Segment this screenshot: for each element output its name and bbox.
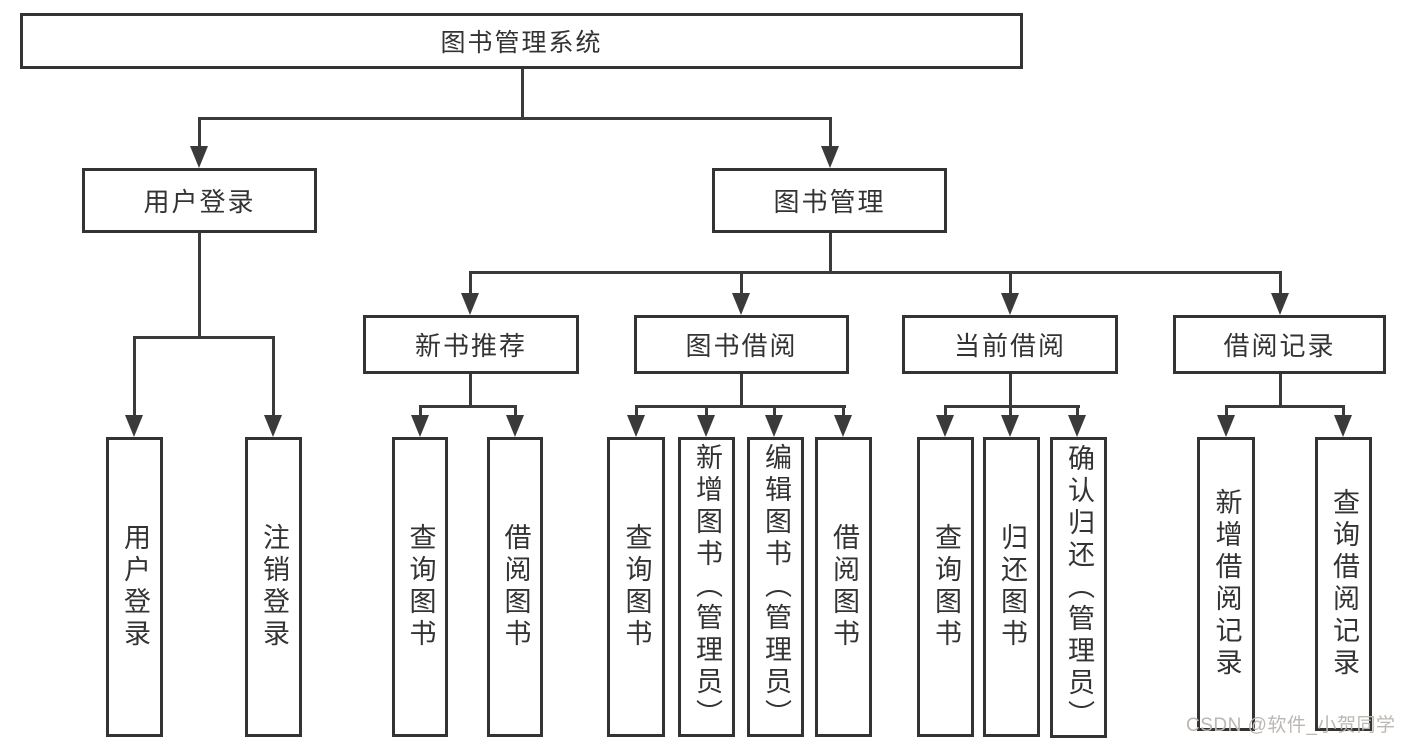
node-root-label: 图书管理系统	[440, 29, 603, 57]
connector-line	[198, 117, 201, 149]
arrow-down-icon	[264, 415, 282, 437]
node-rec-query-books-label: 查询图书	[405, 523, 436, 651]
node-book-management: 图书管理	[712, 168, 947, 233]
connector-line	[944, 405, 1080, 408]
arrow-down-icon	[1217, 415, 1235, 437]
connector-line	[944, 405, 947, 418]
connector-line	[1279, 271, 1282, 296]
arrow-down-icon	[125, 415, 143, 437]
connector-line	[1225, 405, 1345, 408]
node-rec-query-books: 查询图书	[392, 437, 448, 737]
arrow-down-icon	[411, 415, 429, 437]
arrow-down-icon	[190, 146, 208, 168]
connector-line	[773, 405, 776, 418]
csdn-watermark: CSDN @软件_小贺同学	[1186, 715, 1396, 736]
node-query-borrow-record: 查询借阅记录	[1315, 437, 1372, 731]
node-book-management-label: 图书管理	[773, 187, 886, 217]
arrow-down-icon	[1001, 415, 1019, 437]
node-confirm-return-admin-label: 确认归还（管理员）	[1064, 443, 1094, 732]
node-borrow-books-label: 借阅图书	[829, 523, 859, 651]
arrow-down-icon	[506, 415, 524, 437]
node-user-login-label: 用户登录	[143, 187, 256, 217]
arrow-down-icon	[732, 293, 750, 315]
node-logout-label: 注销登录	[259, 523, 289, 651]
node-current-query-books: 查询图书	[917, 437, 974, 737]
node-borrow-records-label: 借阅记录	[1223, 331, 1336, 361]
connector-line	[419, 405, 422, 418]
arrow-down-icon	[1334, 415, 1352, 437]
node-user-login-leaf-label: 用户登录	[120, 523, 150, 651]
node-return-books-label: 归还图书	[997, 523, 1027, 651]
node-current-borrow-label: 当前借阅	[953, 331, 1066, 361]
connector-line	[1225, 405, 1228, 418]
connector-line	[1009, 405, 1012, 418]
node-user-login-leaf: 用户登录	[106, 437, 163, 737]
node-edit-books-admin: 编辑图书（管理员）	[747, 437, 804, 737]
node-rec-borrow-books: 借阅图书	[487, 437, 543, 737]
node-new-book-recommend: 新书推荐	[363, 315, 579, 374]
node-rec-borrow-books-label: 借阅图书	[500, 523, 531, 651]
node-borrow-records: 借阅记录	[1173, 315, 1386, 374]
connector-line	[133, 336, 136, 417]
connector-line	[740, 374, 743, 408]
connector-line	[842, 405, 845, 418]
arrow-down-icon	[936, 415, 954, 437]
node-add-borrow-record-label: 新增借阅记录	[1211, 488, 1242, 680]
arrow-down-icon	[1271, 293, 1289, 315]
connector-line	[829, 233, 832, 274]
connector-line	[829, 117, 832, 149]
connector-line	[740, 271, 743, 296]
node-book-borrow-label: 图书借阅	[685, 331, 798, 361]
connector-line	[1076, 405, 1079, 418]
connector-line	[1342, 405, 1345, 418]
connector-line	[635, 405, 846, 408]
connector-line	[419, 405, 517, 408]
connector-line	[272, 336, 275, 417]
node-borrow-books: 借阅图书	[815, 437, 872, 737]
connector-line	[198, 233, 201, 339]
node-new-book-recommend-label: 新书推荐	[414, 331, 527, 361]
connector-line	[1279, 374, 1282, 408]
connector-line	[1009, 374, 1012, 408]
arrow-down-icon	[1068, 415, 1086, 437]
connector-line	[469, 271, 472, 296]
node-return-books: 归还图书	[983, 437, 1040, 737]
node-confirm-return-admin: 确认归还（管理员）	[1050, 437, 1107, 738]
node-logout: 注销登录	[245, 437, 302, 737]
connector-line	[514, 405, 517, 418]
node-add-books-admin-label: 新增图书（管理员）	[692, 443, 722, 731]
connector-line	[705, 405, 708, 418]
connector-line	[1009, 271, 1012, 296]
connector-line	[198, 117, 831, 120]
arrow-down-icon	[697, 415, 715, 437]
connector-line	[133, 336, 275, 339]
node-current-borrow: 当前借阅	[902, 315, 1118, 374]
node-query-borrow-record-label: 查询借阅记录	[1329, 488, 1359, 680]
node-add-books-admin: 新增图书（管理员）	[678, 437, 735, 737]
node-book-borrow: 图书借阅	[634, 315, 849, 374]
node-root: 图书管理系统	[20, 13, 1023, 69]
arrow-down-icon	[821, 146, 839, 168]
arrow-down-icon	[765, 415, 783, 437]
arrow-down-icon	[461, 293, 479, 315]
connector-line	[469, 271, 1282, 274]
node-edit-books-admin-label: 编辑图书（管理员）	[761, 443, 791, 731]
node-borrow-query-books: 查询图书	[607, 437, 665, 737]
connector-line	[469, 374, 472, 408]
arrow-down-icon	[1001, 293, 1019, 315]
node-user-login: 用户登录	[82, 168, 317, 233]
connector-line	[635, 405, 638, 418]
node-add-borrow-record: 新增借阅记录	[1197, 437, 1255, 731]
node-borrow-query-books-label: 查询图书	[621, 523, 652, 651]
arrow-down-icon	[627, 415, 645, 437]
arrow-down-icon	[834, 415, 852, 437]
connector-line	[521, 69, 524, 118]
node-current-query-books-label: 查询图书	[931, 523, 961, 651]
